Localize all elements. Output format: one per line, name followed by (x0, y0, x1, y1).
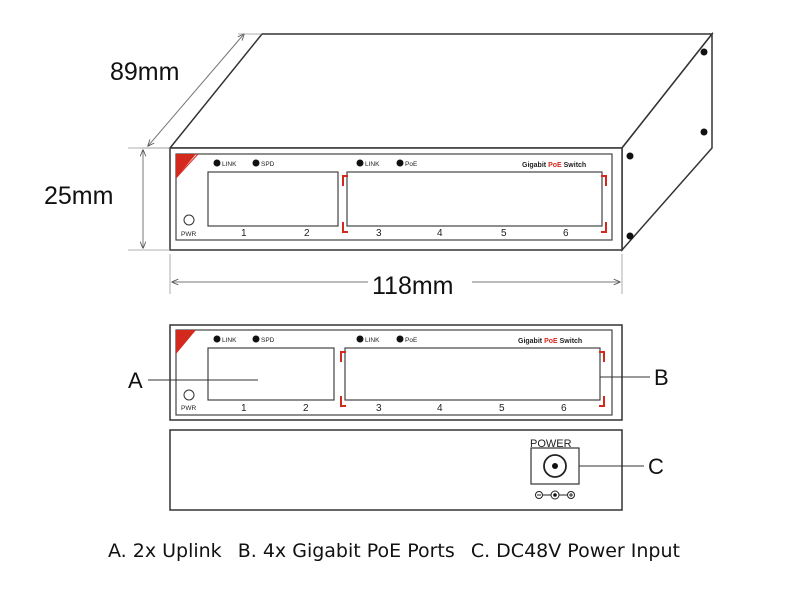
led-label-link-2: LINK (365, 161, 380, 168)
brand-label: Gigabit PoE Switch (522, 162, 586, 169)
port-number: 5 (499, 403, 505, 414)
isometric-view: LINK SPD LINK PoE Gigabit PoE Switch PWR… (168, 31, 714, 252)
port-number: 3 (376, 228, 382, 239)
legend-item-b: B. 4x Gigabit PoE Ports (237, 540, 455, 562)
poe-bracket (342, 175, 607, 233)
brand-label: Gigabit PoE Switch (518, 338, 582, 345)
port-number: 1 (241, 403, 247, 414)
led-icon (356, 159, 364, 167)
poe-port-block (344, 347, 601, 401)
port-number: 2 (304, 228, 310, 239)
width-dimension: 118mm (372, 272, 454, 300)
legend: A. 2x Uplink B. 4x Gigabit PoE Ports C. … (108, 540, 768, 562)
rear-view: POWER C (169, 429, 664, 511)
led-label-link: LINK (222, 161, 237, 168)
screw-icon (626, 152, 634, 160)
led-icon (252, 159, 260, 167)
case-top-face (168, 33, 714, 149)
port-number: 6 (563, 228, 569, 239)
power-label: POWER (530, 438, 572, 450)
port-number: 2 (303, 403, 309, 414)
legend-item-a: A. 2x Uplink (108, 540, 222, 562)
legend-item-c: C. DC48V Power Input (470, 540, 680, 562)
led-icon (356, 335, 364, 343)
led-label-spd: SPD (261, 337, 275, 344)
polarity-icon (535, 490, 575, 500)
height-dimension: 25mm (44, 182, 113, 210)
callout-b: B (654, 365, 669, 390)
callout-c: C (648, 454, 664, 479)
power-led-icon (183, 214, 195, 226)
port-number: 3 (376, 403, 382, 414)
led-label-poe: PoE (405, 161, 418, 168)
power-led-icon (183, 389, 195, 401)
port-number: 6 (561, 403, 567, 414)
poe-port-block (346, 171, 603, 227)
led-label-poe: PoE (405, 337, 418, 344)
port-number: 5 (501, 228, 507, 239)
screw-icon (626, 232, 634, 240)
led-label-link-2: LINK (365, 337, 380, 344)
led-label-spd: SPD (261, 161, 275, 168)
port-number: 4 (437, 228, 443, 239)
poe-bracket (340, 351, 605, 407)
led-label-link: LINK (222, 337, 237, 344)
dimension-lines: 89mm 25mm 118mm (44, 34, 623, 300)
port-number: 1 (241, 228, 247, 239)
screw-icon (700, 48, 708, 56)
corner-accent (176, 330, 196, 354)
front-view: LINK SPD LINK PoE Gigabit PoE Switch PWR… (128, 324, 669, 421)
led-icon (396, 335, 404, 343)
led-icon (396, 159, 404, 167)
led-icon (213, 335, 221, 343)
pwr-label: PWR (181, 231, 196, 238)
port-number: 4 (437, 403, 443, 414)
callout-a: A (128, 368, 143, 393)
depth-dimension: 89mm (110, 58, 179, 86)
led-icon (213, 159, 221, 167)
led-icon (252, 335, 260, 343)
uplink-port-block (207, 347, 335, 401)
pwr-label: PWR (181, 405, 196, 412)
screw-icon (700, 128, 708, 136)
front-panel-frame (175, 153, 613, 241)
uplink-port-block (207, 171, 339, 227)
